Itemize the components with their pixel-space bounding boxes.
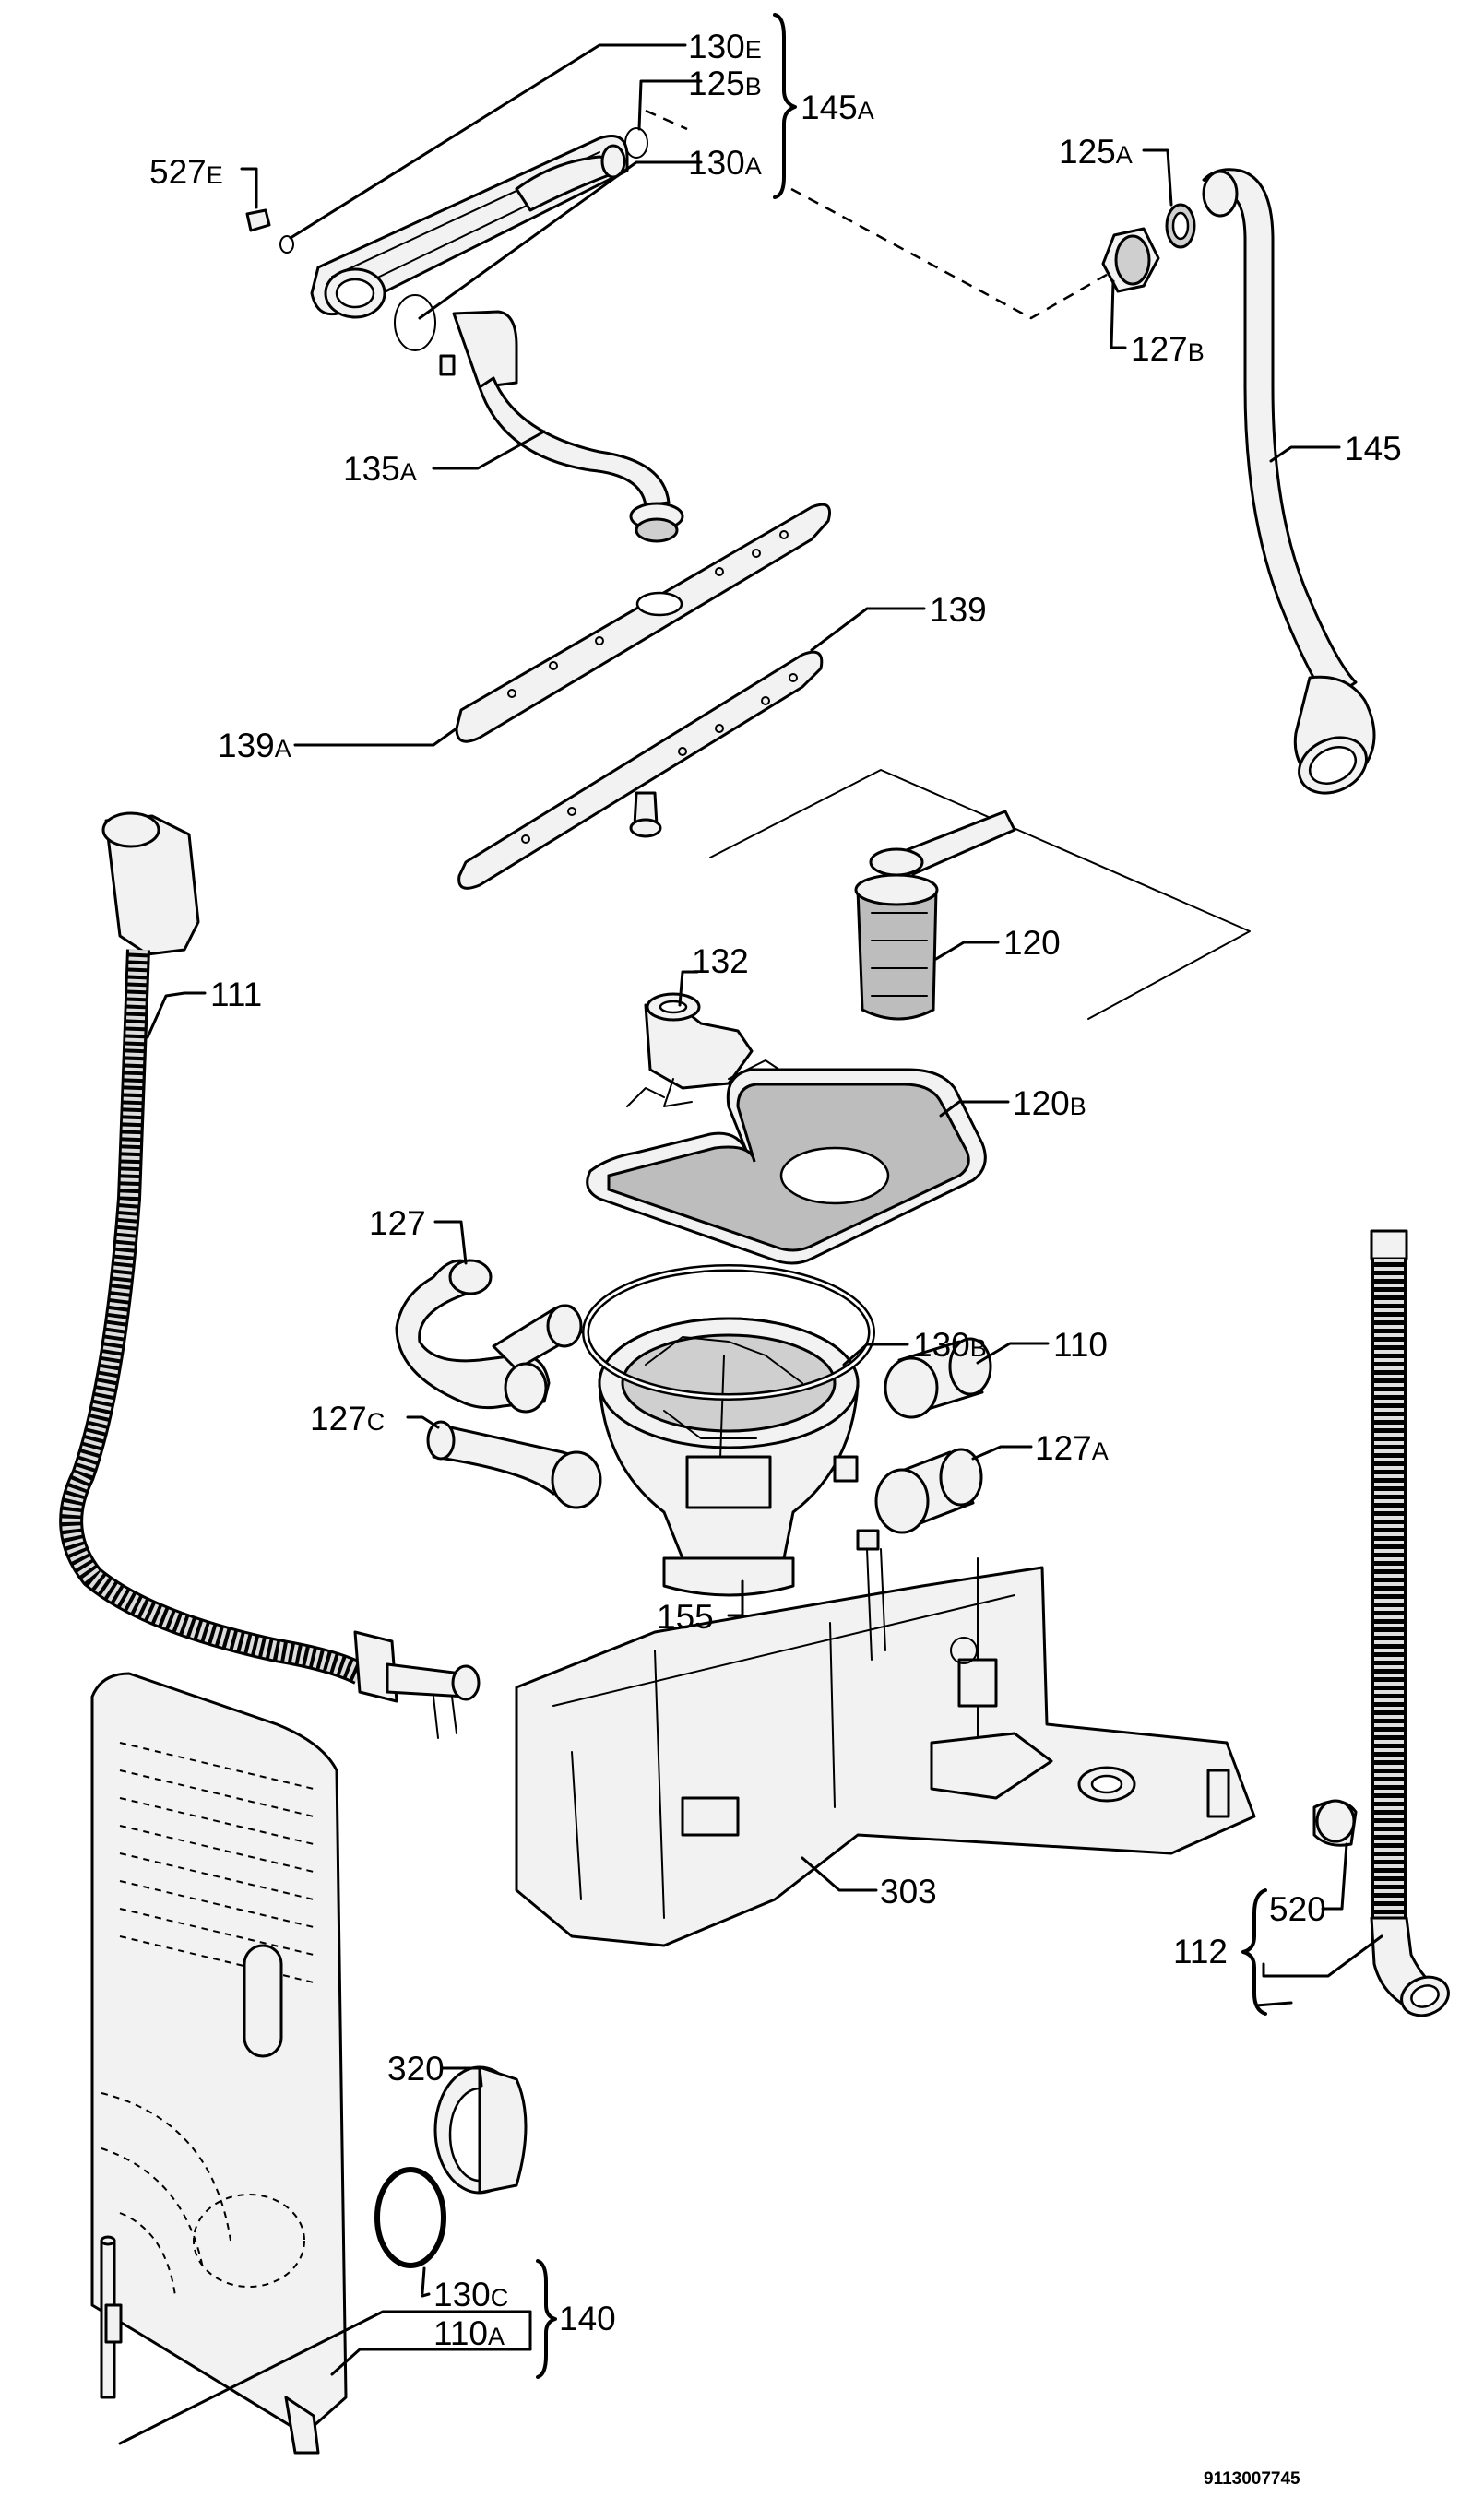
o-ring-130c — [374, 2167, 446, 2268]
brace-145a — [773, 13, 797, 199]
brace-140 — [536, 2259, 557, 2379]
part-label-303: 303 — [880, 1873, 937, 1911]
part-label-139a: 139A — [218, 727, 291, 764]
o-ring-125b — [624, 127, 648, 159]
hose-127 — [395, 1259, 583, 1414]
part-label-130a: 130A — [688, 144, 762, 182]
part-label-111: 111 — [210, 976, 263, 1013]
lower-spray-arm-139 — [457, 650, 824, 890]
part-label-125b: 125B — [688, 65, 762, 102]
hose-110 — [884, 1337, 992, 1419]
part-label-127: 127 — [369, 1204, 426, 1242]
part-label-127b: 127B — [1131, 330, 1205, 368]
part-label-110: 110 — [1053, 1326, 1108, 1364]
part-label-132: 132 — [692, 942, 749, 980]
lower-spray-arm-139a — [455, 503, 831, 743]
assembly-dashed-line-upper — [790, 187, 1112, 320]
base-tray-303 — [515, 1529, 1256, 1947]
o-ring-130b — [582, 1264, 875, 1401]
part-label-527e: 527E — [149, 153, 223, 191]
part-label-120: 120 — [1003, 924, 1061, 962]
part-label-130b: 130B — [913, 1326, 987, 1364]
filter-120 — [854, 810, 1016, 1021]
seal-527e — [245, 208, 294, 254]
upper-spray-arm-130e — [310, 135, 629, 319]
part-label-130e: 130E — [688, 28, 762, 65]
part-label-127c: 127C — [310, 1400, 386, 1437]
part-label-135a: 135A — [343, 450, 417, 488]
seal-320 — [433, 2065, 528, 2195]
leader-lines — [118, 43, 1383, 2445]
inlet-hose-111 — [59, 811, 481, 1739]
part-label-140: 140 — [559, 2300, 616, 2337]
hose-127c — [426, 1420, 602, 1509]
part-label-112: 112 — [1173, 1933, 1228, 1970]
part-132 — [626, 992, 780, 1107]
brace-112 — [1241, 1888, 1267, 2016]
part-label-120b: 120B — [1013, 1084, 1086, 1122]
filter-plate-120b — [586, 1068, 987, 1265]
assembly-dashed-line-arm — [645, 109, 688, 131]
feed-pipe-135a — [439, 310, 684, 543]
part-label-110a: 110A — [433, 2314, 505, 2352]
clip-520 — [1312, 1799, 1358, 1847]
washer-125a — [1165, 203, 1196, 249]
part-label-320: 320 — [387, 2050, 445, 2088]
part-label-155: 155 — [657, 1598, 714, 1636]
part-label-145: 145 — [1345, 430, 1402, 467]
side-panel-140 — [90, 1672, 348, 2455]
circulation-hose-145 — [1202, 168, 1376, 795]
part-label-145a: 145A — [801, 89, 874, 126]
part-label-125a: 125A — [1059, 133, 1133, 171]
part-label-520: 520 — [1269, 1890, 1326, 1928]
document-number: 9113007745 — [1204, 2469, 1300, 2489]
part-label-130c: 130C — [433, 2276, 509, 2313]
hose-127a — [874, 1448, 983, 1534]
drain-hose-112 — [1370, 1229, 1450, 2017]
filter-group-bracket — [709, 769, 1251, 1020]
o-ring-130a — [394, 294, 436, 351]
part-label-139: 139 — [930, 591, 987, 629]
nut-127b — [1101, 227, 1160, 293]
part-label-127a: 127A — [1035, 1429, 1109, 1467]
sump-155 — [598, 1317, 860, 1597]
